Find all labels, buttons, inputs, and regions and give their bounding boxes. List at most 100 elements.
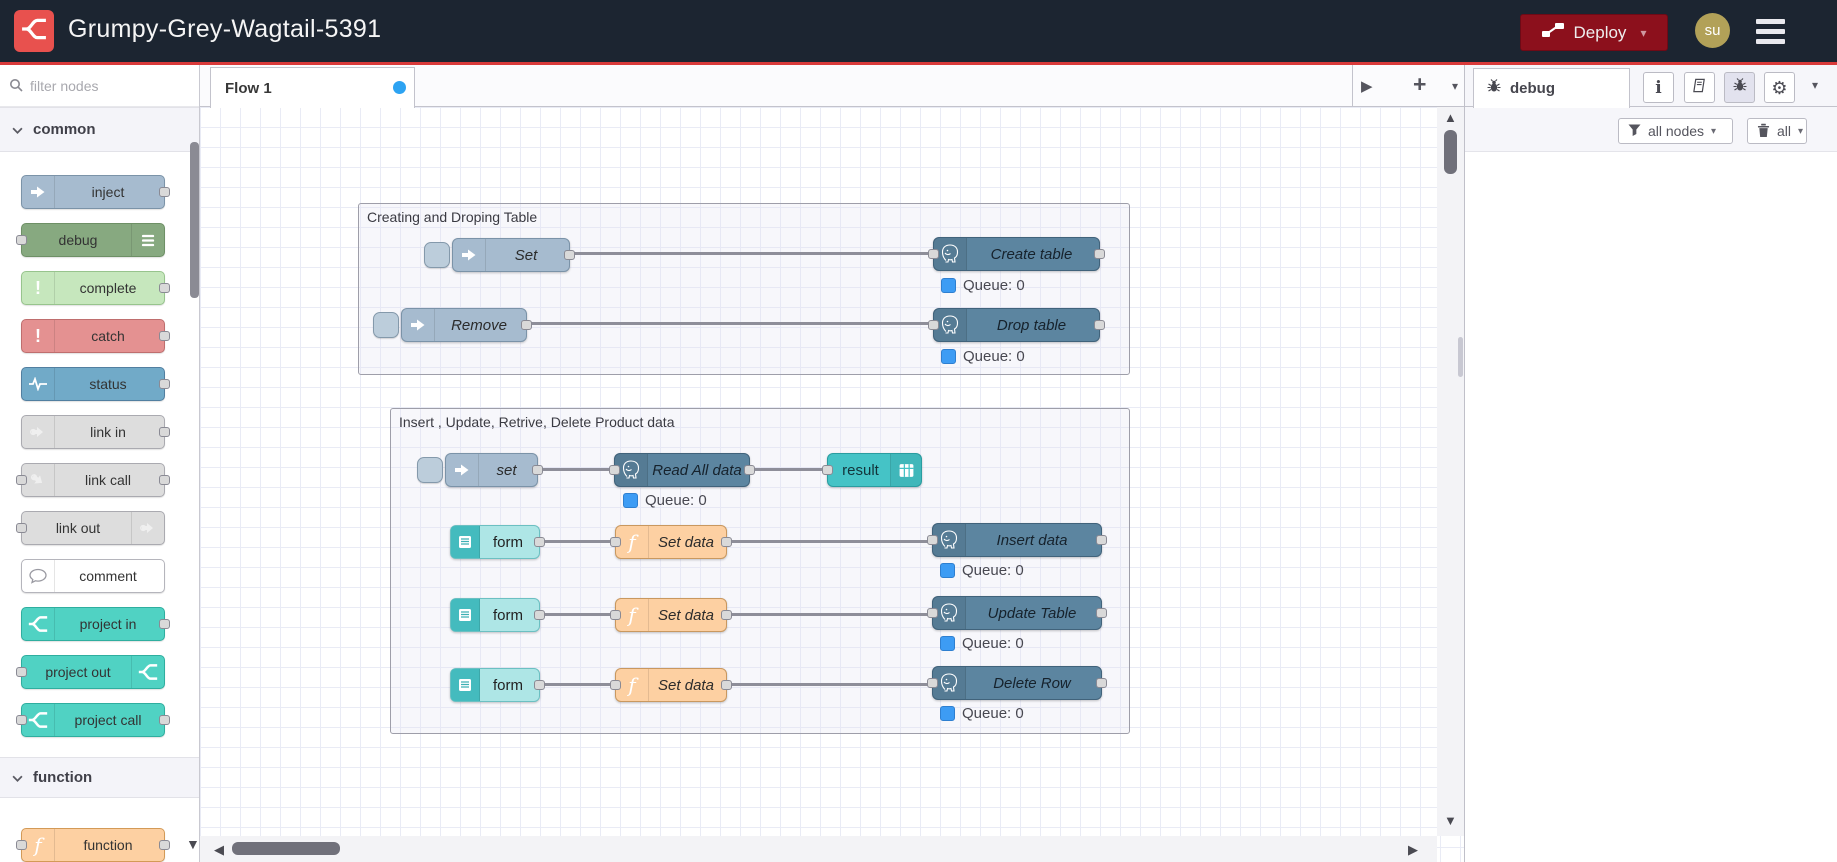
node-form-2[interactable]: form bbox=[450, 598, 545, 632]
input-port[interactable] bbox=[927, 678, 938, 688]
wire[interactable] bbox=[727, 613, 932, 616]
tab-flow-1[interactable]: Flow 1 bbox=[210, 67, 415, 108]
input-port[interactable] bbox=[927, 535, 938, 545]
palette-node-status[interactable]: status bbox=[21, 367, 170, 401]
inject-trigger-button[interactable] bbox=[373, 312, 399, 338]
node-function-set-data-3[interactable]: f Set data bbox=[610, 668, 732, 702]
sidebar-tabs-caret-icon[interactable]: ▾ bbox=[1812, 78, 1819, 92]
wire[interactable] bbox=[727, 683, 932, 686]
main-menu-button[interactable] bbox=[1756, 19, 1785, 44]
palette-filter-input[interactable] bbox=[28, 73, 182, 99]
debug-clear-button[interactable]: all ▾ bbox=[1747, 118, 1807, 144]
node-postgres-update-table[interactable]: Update Table bbox=[927, 596, 1107, 630]
output-port[interactable] bbox=[159, 379, 170, 389]
output-port[interactable] bbox=[564, 250, 575, 260]
add-flow-button[interactable]: + bbox=[1413, 71, 1427, 97]
palette-scrollbar-thumb[interactable] bbox=[190, 142, 199, 298]
node-inject-set2[interactable]: set bbox=[445, 453, 543, 487]
output-port[interactable] bbox=[1096, 535, 1107, 545]
group-creating-dropping-table[interactable]: Creating and Droping Table bbox=[358, 203, 1130, 375]
deploy-button[interactable]: Deploy ▾ bbox=[1520, 14, 1668, 51]
output-port[interactable] bbox=[159, 840, 170, 850]
node-form-3[interactable]: form bbox=[450, 668, 545, 702]
output-port[interactable] bbox=[534, 610, 545, 620]
next-tab-icon[interactable]: ▶ bbox=[1361, 78, 1373, 95]
wire[interactable] bbox=[527, 322, 933, 325]
output-port[interactable] bbox=[744, 465, 755, 475]
output-port[interactable] bbox=[159, 715, 170, 725]
wire[interactable] bbox=[570, 252, 933, 255]
palette-node-comment[interactable]: comment bbox=[21, 559, 165, 593]
output-port[interactable] bbox=[532, 465, 543, 475]
input-port[interactable] bbox=[928, 249, 939, 259]
node-postgres-delete-row[interactable]: Delete Row bbox=[927, 666, 1107, 700]
scroll-up-icon[interactable]: ▲ bbox=[1444, 110, 1457, 125]
palette-node-project-in[interactable]: project in bbox=[21, 607, 170, 641]
palette-category-function[interactable]: function bbox=[0, 757, 199, 798]
debug-filter-button[interactable]: all nodes ▾ bbox=[1618, 118, 1733, 144]
output-port[interactable] bbox=[159, 427, 170, 437]
input-port[interactable] bbox=[928, 320, 939, 330]
debug-tab-button[interactable] bbox=[1724, 72, 1755, 103]
output-port[interactable] bbox=[721, 610, 732, 620]
wire[interactable] bbox=[540, 683, 615, 686]
canvas-vertical-scrollbar[interactable] bbox=[1437, 107, 1465, 836]
palette-category-common[interactable]: common bbox=[0, 107, 199, 152]
wire[interactable] bbox=[540, 540, 615, 543]
palette-node-link-call[interactable]: link call bbox=[16, 463, 170, 497]
input-port[interactable] bbox=[16, 475, 27, 485]
node-table-result[interactable]: result bbox=[822, 453, 922, 487]
config-tab-button[interactable]: ⚙ bbox=[1764, 72, 1795, 103]
wire[interactable] bbox=[727, 540, 932, 543]
scroll-left-icon[interactable]: ◀ bbox=[214, 842, 224, 857]
user-avatar[interactable]: su bbox=[1695, 13, 1730, 48]
output-port[interactable] bbox=[521, 320, 532, 330]
deploy-options-caret-icon[interactable]: ▾ bbox=[1640, 25, 1647, 40]
palette-node-link-in[interactable]: link in bbox=[21, 415, 170, 449]
input-port[interactable] bbox=[16, 667, 27, 677]
input-port[interactable] bbox=[16, 715, 27, 725]
node-inject-set[interactable]: Set bbox=[452, 238, 575, 272]
input-port[interactable] bbox=[609, 465, 620, 475]
node-function-set-data-1[interactable]: f Set data bbox=[610, 525, 732, 559]
inject-trigger-button[interactable] bbox=[424, 242, 450, 268]
scroll-down-icon[interactable]: ▼ bbox=[1444, 813, 1457, 828]
input-port[interactable] bbox=[610, 610, 621, 620]
node-postgres-create-table[interactable]: Create table bbox=[928, 237, 1105, 271]
info-tab-button[interactable]: i bbox=[1643, 72, 1674, 103]
inject-trigger-button[interactable] bbox=[417, 457, 443, 483]
input-port[interactable] bbox=[16, 235, 27, 245]
output-port[interactable] bbox=[159, 475, 170, 485]
output-port[interactable] bbox=[159, 283, 170, 293]
input-port[interactable] bbox=[16, 840, 27, 850]
wire[interactable] bbox=[538, 468, 614, 471]
palette-node-catch[interactable]: ! catch bbox=[21, 319, 170, 353]
node-inject-remove[interactable]: Remove bbox=[401, 308, 532, 342]
output-port[interactable] bbox=[1096, 608, 1107, 618]
palette-scroll-down-icon[interactable]: ▼ bbox=[186, 836, 200, 852]
scroll-right-icon[interactable]: ▶ bbox=[1408, 842, 1418, 857]
help-tab-button[interactable] bbox=[1684, 72, 1715, 103]
palette-node-debug[interactable]: debug bbox=[16, 223, 165, 257]
output-port[interactable] bbox=[1094, 249, 1105, 259]
input-port[interactable] bbox=[610, 680, 621, 690]
palette-node-project-out[interactable]: project out bbox=[16, 655, 165, 689]
palette-node-link-out[interactable]: link out bbox=[16, 511, 165, 545]
wire[interactable] bbox=[540, 613, 615, 616]
palette-node-function[interactable]: f function bbox=[16, 828, 170, 862]
output-port[interactable] bbox=[159, 331, 170, 341]
output-port[interactable] bbox=[1096, 678, 1107, 688]
palette-node-inject[interactable]: inject bbox=[21, 175, 170, 209]
output-port[interactable] bbox=[721, 680, 732, 690]
horizontal-scrollbar-thumb[interactable] bbox=[232, 842, 340, 855]
node-postgres-insert-data[interactable]: Insert data bbox=[927, 523, 1107, 557]
sidebar-splitter-handle[interactable] bbox=[1458, 337, 1463, 377]
output-port[interactable] bbox=[534, 680, 545, 690]
output-port[interactable] bbox=[159, 619, 170, 629]
vertical-scrollbar-thumb[interactable] bbox=[1444, 130, 1457, 174]
flow-list-caret-icon[interactable]: ▾ bbox=[1452, 79, 1459, 93]
node-postgres-drop-table[interactable]: Drop table bbox=[928, 308, 1105, 342]
input-port[interactable] bbox=[927, 608, 938, 618]
palette-node-complete[interactable]: ! complete bbox=[21, 271, 170, 305]
output-port[interactable] bbox=[1094, 320, 1105, 330]
